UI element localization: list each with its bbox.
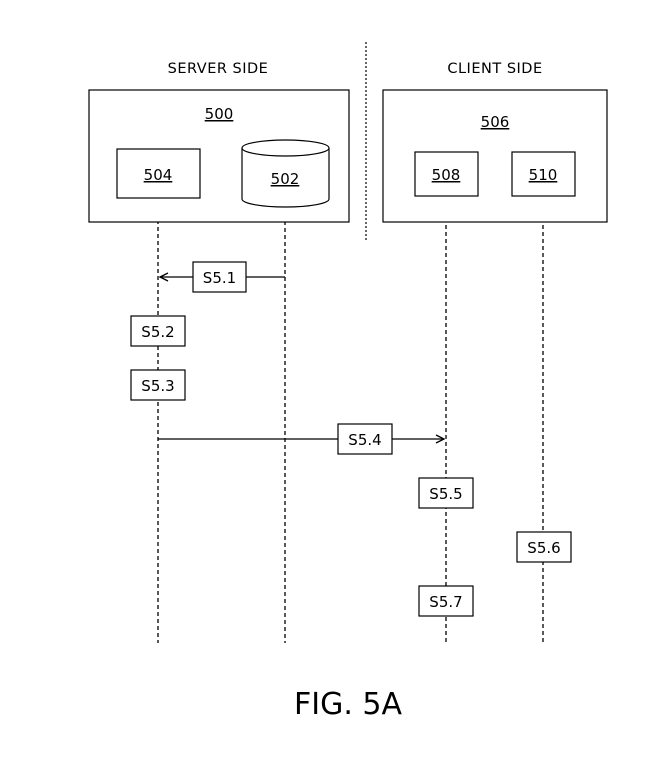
server-module-label: 504 [144,166,173,184]
server-module-box [116,148,201,199]
figure-caption: FIG. 5A [294,687,403,722]
client-module-a-box [414,151,479,197]
step-s5-2-label: S5.2 [141,323,174,341]
step-s5-2-box [130,315,186,347]
step-s5-7-label: S5.7 [429,593,462,611]
step-s5-4-box [337,423,393,455]
step-s5-1-label: S5.1 [203,269,236,287]
step-s5-6-label: S5.6 [527,539,560,557]
client-module-b-label: 510 [529,166,558,184]
step-s5-4-label: S5.4 [348,431,381,449]
step-s5-3-label: S5.3 [141,377,174,395]
step-s5-5-label: S5.5 [429,485,462,503]
client-side-heading: CLIENT SIDE [447,61,542,77]
step-s5-3-box [130,369,186,401]
client-module-a-label: 508 [432,166,461,184]
step-s5-1-box [192,261,247,293]
database-label: 502 [271,170,300,188]
step-s5-6-box [516,531,572,563]
step-s5-7-box [418,585,474,617]
server-side-heading: SERVER SIDE [168,61,269,77]
server-label: 500 [205,105,234,123]
client-module-b-box [511,151,576,197]
step-s5-5-box [418,477,474,509]
database-icon [241,139,330,208]
client-label: 506 [481,113,510,131]
